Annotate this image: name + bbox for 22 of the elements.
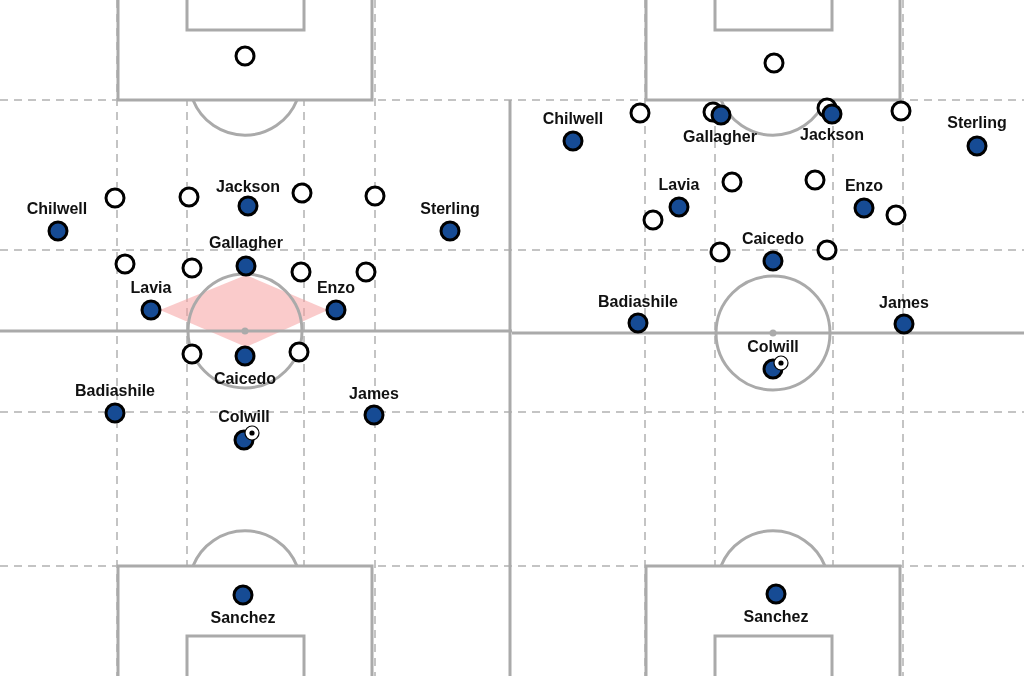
player-name: Gallagher xyxy=(209,234,283,252)
player-name: Badiashile xyxy=(75,382,155,400)
player-name: Jackson xyxy=(216,178,280,196)
player-name: Chilwell xyxy=(26,200,88,218)
player-name: Caicedo xyxy=(741,230,805,248)
player-name: Colwill xyxy=(747,338,799,356)
player-name: James xyxy=(349,385,399,403)
player-name: Jackson xyxy=(800,126,864,144)
player-name: Badiashile xyxy=(598,293,678,311)
player-name: Chilwell xyxy=(542,110,604,128)
player-name: Colwill xyxy=(218,408,270,426)
player-name: Enzo xyxy=(316,279,356,297)
player-name: Enzo xyxy=(844,177,884,195)
player-name: Sterling xyxy=(947,114,1007,132)
player-name: Lavia xyxy=(130,279,172,297)
player-name: Sterling xyxy=(420,200,480,218)
player-name: Gallagher xyxy=(683,128,757,146)
player-name: Lavia xyxy=(658,176,700,194)
player-name: Sanchez xyxy=(210,609,276,627)
player-name: James xyxy=(879,294,929,312)
player-name: Caicedo xyxy=(213,370,277,388)
player-name: Sanchez xyxy=(743,608,809,626)
